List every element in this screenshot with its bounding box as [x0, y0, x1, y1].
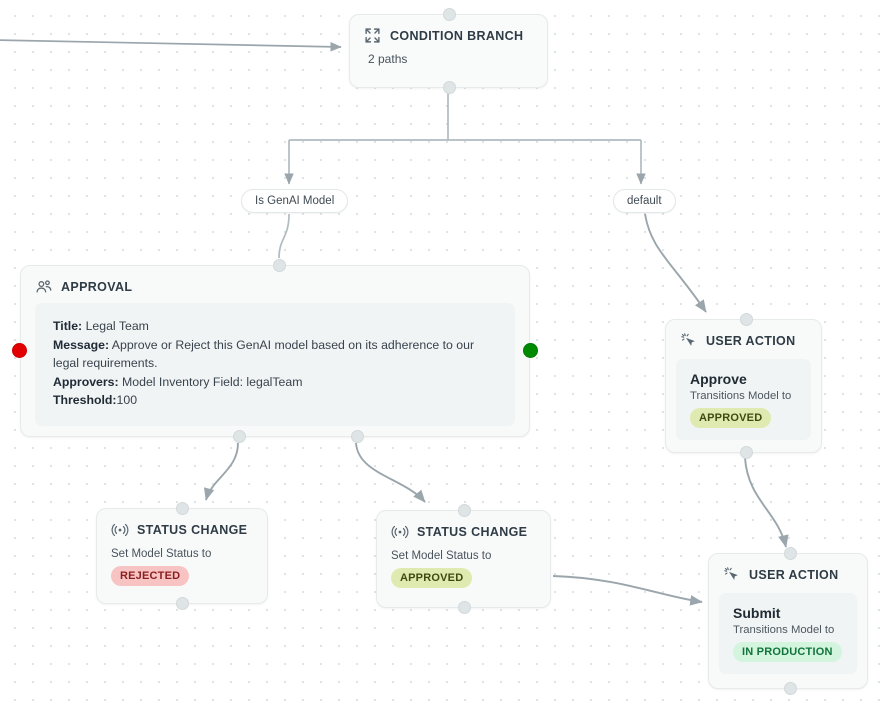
- expand-arrows-icon: [364, 27, 381, 44]
- edge-user-approve-to-user-submit: [744, 457, 789, 548]
- broadcast-icon: [391, 523, 409, 540]
- status-approved-header: STATUS CHANGE: [377, 511, 550, 548]
- user-submit-panel: Submit Transitions Model to IN PRODUCTIO…: [719, 593, 857, 674]
- approval-title: APPROVAL: [61, 279, 133, 294]
- user-approve-header: USER ACTION: [666, 320, 821, 357]
- node-user-action-submit[interactable]: USER ACTION Submit Transitions Model to …: [708, 547, 868, 695]
- status-rejected-description: Set Model Status to: [111, 548, 212, 560]
- user-approve-title: USER ACTION: [706, 333, 796, 348]
- status-approved-description: Set Model Status to: [391, 550, 492, 562]
- user-approve-action-name: Approve: [690, 371, 747, 387]
- handle-status-approved-top[interactable]: [458, 504, 471, 517]
- handle-user-approve-top[interactable]: [740, 313, 753, 326]
- edge-label-default[interactable]: default: [613, 189, 676, 213]
- edge-label-is-genai-model[interactable]: Is GenAI Model: [241, 189, 349, 213]
- node-user-action-approve[interactable]: USER ACTION Approve Transitions Model to…: [665, 313, 822, 459]
- handle-status-approved-bottom[interactable]: [458, 601, 471, 614]
- approval-field-approvers-value: Model Inventory Field: legalTeam: [118, 374, 303, 389]
- user-approve-badge: APPROVED: [690, 408, 772, 428]
- condition-branch-subtitle: 2 paths: [368, 52, 408, 66]
- node-status-change-approved[interactable]: STATUS CHANGE Set Model Status to APPROV…: [376, 504, 551, 614]
- edge-incoming-to-condition: [0, 39, 342, 52]
- handle-status-rejected-bottom[interactable]: [176, 597, 189, 610]
- approval-details-panel: Title: Legal Team Message: Approve or Re…: [35, 303, 515, 426]
- approval-body: Title: Legal Team Message: Approve or Re…: [21, 303, 529, 440]
- edge-default-to-user-approve: [644, 213, 707, 313]
- status-rejected-title: STATUS CHANGE: [137, 522, 248, 537]
- handle-status-rejected-top[interactable]: [176, 502, 189, 515]
- handle-user-submit-bottom[interactable]: [784, 682, 797, 695]
- status-badge-rejected: REJECTED: [111, 566, 190, 586]
- handle-approval-bottom-right[interactable]: [351, 430, 364, 443]
- user-submit-badge: IN PRODUCTION: [733, 642, 842, 662]
- user-approve-description: Transitions Model to: [690, 390, 792, 402]
- user-submit-description: Transitions Model to: [733, 624, 835, 636]
- user-submit-header: USER ACTION: [709, 554, 867, 591]
- handle-approval-top[interactable]: [273, 259, 286, 272]
- handle-condition-top[interactable]: [443, 8, 456, 21]
- handle-approval-approve-right[interactable]: [523, 343, 538, 358]
- edge-genai-to-approval: [278, 213, 290, 259]
- status-badge-approved: APPROVED: [391, 568, 473, 588]
- approval-field-message-label: Message:: [53, 337, 110, 352]
- approval-field-title-label: Title:: [53, 319, 83, 333]
- edge-approval-to-rejected: [203, 442, 239, 501]
- node-approval[interactable]: APPROVAL Title: Legal Team Message: Appr…: [12, 259, 538, 443]
- edge-approval-to-approved: [355, 442, 426, 503]
- users-group-icon: [35, 278, 52, 295]
- cursor-click-icon: [680, 332, 697, 349]
- approval-field-message: Message: Approve or Reject this GenAI mo…: [53, 336, 499, 373]
- approval-field-approvers-label: Approvers:: [53, 374, 119, 389]
- status-rejected-body: Set Model Status to REJECTED: [97, 546, 267, 598]
- approval-field-message-value: Approve or Reject this GenAI model based…: [53, 337, 475, 371]
- status-approved-title: STATUS CHANGE: [417, 524, 528, 539]
- approval-field-approvers: Approvers: Model Inventory Field: legalT…: [53, 373, 499, 392]
- user-submit-action-name: Submit: [733, 605, 781, 621]
- handle-condition-bottom[interactable]: [443, 81, 456, 94]
- approval-field-title-value: Legal Team: [82, 319, 149, 333]
- user-submit-title: USER ACTION: [749, 567, 839, 582]
- user-approve-panel: Approve Transitions Model to APPROVED: [676, 359, 811, 440]
- approval-field-threshold: Threshold:100: [53, 391, 499, 410]
- status-approved-body: Set Model Status to APPROVED: [377, 548, 550, 600]
- approval-field-title: Title: Legal Team: [53, 317, 499, 336]
- status-rejected-header: STATUS CHANGE: [97, 509, 267, 546]
- approval-header: APPROVAL: [21, 266, 529, 303]
- handle-approval-bottom-left[interactable]: [233, 430, 246, 443]
- approval-field-threshold-label: Threshold:: [53, 393, 117, 407]
- cursor-click-icon: [723, 566, 740, 583]
- broadcast-icon: [111, 521, 129, 538]
- node-status-change-rejected[interactable]: STATUS CHANGE Set Model Status to REJECT…: [96, 502, 268, 610]
- handle-user-approve-bottom[interactable]: [740, 446, 753, 459]
- handle-user-submit-top[interactable]: [784, 547, 797, 560]
- node-condition-branch[interactable]: CONDITION BRANCH 2 paths: [349, 8, 548, 94]
- condition-branch-title: CONDITION BRANCH: [390, 28, 524, 43]
- handle-approval-reject-left[interactable]: [12, 343, 27, 358]
- condition-branch-header: CONDITION BRANCH: [350, 15, 547, 52]
- approval-field-threshold-value: 100: [116, 393, 138, 407]
- edge-approved-to-user-submit: [552, 575, 703, 606]
